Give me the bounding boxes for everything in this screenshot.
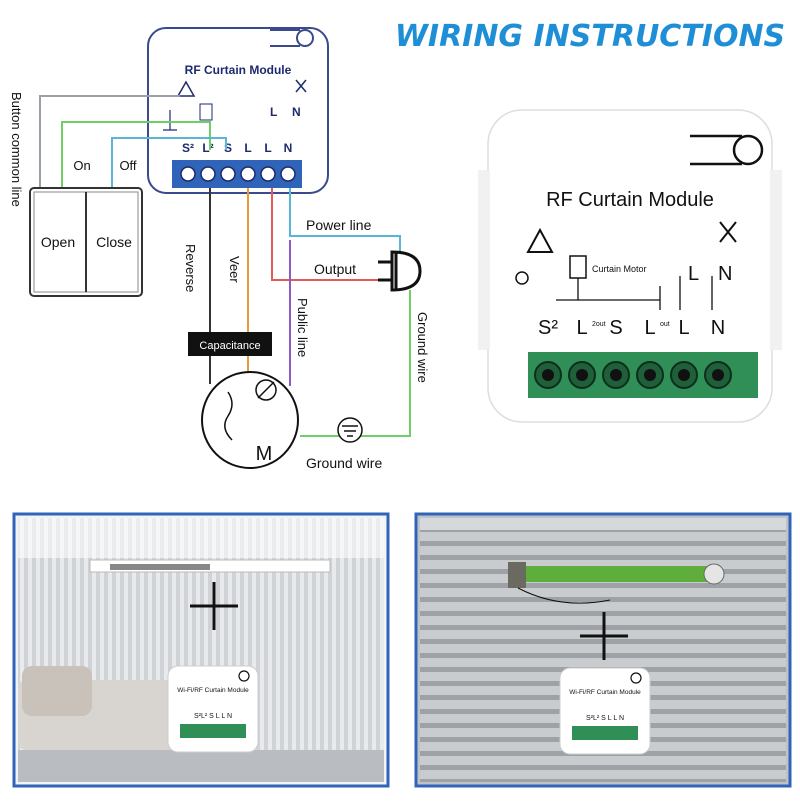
right-terminal-screw-head xyxy=(678,369,690,381)
right-terminal-screw-head xyxy=(542,369,554,381)
left-terminal-label: S² xyxy=(182,141,194,155)
switch-open-label: Open xyxy=(41,234,75,250)
module-hook-icon xyxy=(296,29,314,47)
right-terminal-label: L xyxy=(644,317,655,339)
switch-off-label: Off xyxy=(119,158,136,173)
left-terminal-screw xyxy=(280,166,296,182)
ground-wire-vertical-label: Ground wire xyxy=(415,312,430,383)
right-terminal-label: S xyxy=(609,317,622,339)
motor-letter-label: M xyxy=(256,443,273,465)
earth-ground-icon xyxy=(337,417,363,443)
right-terminal-screw-head xyxy=(610,369,622,381)
photo-module-left-terminals: S²L² S L L N xyxy=(194,713,232,720)
wire-output xyxy=(271,188,392,281)
warning-icon xyxy=(176,80,196,97)
left-top-label-n: N xyxy=(292,105,301,119)
right-top-label-l: L xyxy=(688,263,699,285)
right-module-title: RF Curtain Module xyxy=(546,189,714,211)
right-terminal-label: L xyxy=(678,317,689,339)
right-terminal-label: S² xyxy=(538,317,558,339)
left-terminal-screw xyxy=(220,166,236,182)
left-terminal-screw xyxy=(260,166,276,182)
photo-module-right-terminals: S²L² S L L N xyxy=(586,715,624,722)
right-motor-label: Curtain Motor xyxy=(592,264,647,274)
ground-symbol-icon xyxy=(163,110,177,131)
right-terminal-label: N xyxy=(711,317,725,339)
reverse-label: Reverse xyxy=(183,244,198,292)
right-terminal-screw-head xyxy=(644,369,656,381)
recycle-bin-icon xyxy=(295,79,307,93)
left-terminal-screw xyxy=(180,166,196,182)
motor-symbol: M xyxy=(201,371,299,469)
right-terminal-screw-head xyxy=(712,369,724,381)
tube-motor xyxy=(514,566,716,582)
left-terminal-label: N xyxy=(284,141,293,155)
power-line-label: Power line xyxy=(306,217,372,233)
right-ground-symbol-icon xyxy=(515,271,529,285)
photo-module-left: Wi-Fi/RF Curtain Module S²L² S L L N xyxy=(167,665,259,753)
left-terminal-screw xyxy=(200,166,216,182)
right-top-label-n: N xyxy=(718,263,732,285)
right-module-hook-icon xyxy=(732,134,764,166)
left-terminal-label: L² xyxy=(202,141,213,155)
right-terminal-label: L xyxy=(576,317,587,339)
button-common-line-label: Button common line xyxy=(9,92,24,207)
left-terminal-screw xyxy=(240,166,256,182)
power-plug-icon xyxy=(378,250,422,292)
wire-on xyxy=(61,121,211,190)
ground-wire-label: Ground wire xyxy=(306,455,382,471)
right-recycle-bin-icon xyxy=(719,221,737,243)
left-terminal-label: L xyxy=(264,141,271,155)
wall-switch: Open Close xyxy=(29,187,143,297)
left-terminal-label: S xyxy=(224,141,232,155)
right-terminal-sub-label: 2out xyxy=(592,321,606,328)
left-top-label-l: L xyxy=(270,105,277,119)
switch-close-label: Close xyxy=(96,234,132,250)
photo-module-right: Wi-Fi/RF Curtain Module S²L² S L L N xyxy=(559,667,651,755)
heading-title: WIRING INSTRUCTIONS xyxy=(395,19,785,54)
capacitance-box xyxy=(188,332,272,356)
capacitance-label: Capacitance xyxy=(199,340,260,352)
switch-on-label: On xyxy=(73,158,90,173)
photo-module-right-title: Wi-Fi/RF Curtain Module xyxy=(569,689,641,696)
output-label: Output xyxy=(314,261,356,277)
right-terminal-sub-label: out xyxy=(660,321,670,328)
public-line-label: Public line xyxy=(295,298,310,357)
right-warning-icon xyxy=(526,227,554,253)
photo-module-left-title: Wi-Fi/RF Curtain Module xyxy=(177,687,249,694)
veer-label: Veer xyxy=(227,256,242,283)
left-module-title: RF Curtain Module xyxy=(185,63,292,77)
wire-power-line xyxy=(289,188,401,252)
motor-box-icon xyxy=(199,103,213,121)
wire-button-common xyxy=(39,95,180,190)
wire-ground xyxy=(300,290,411,437)
left-terminal-label: L xyxy=(244,141,251,155)
wire-off xyxy=(111,137,227,190)
right-terminal-screw-head xyxy=(576,369,588,381)
